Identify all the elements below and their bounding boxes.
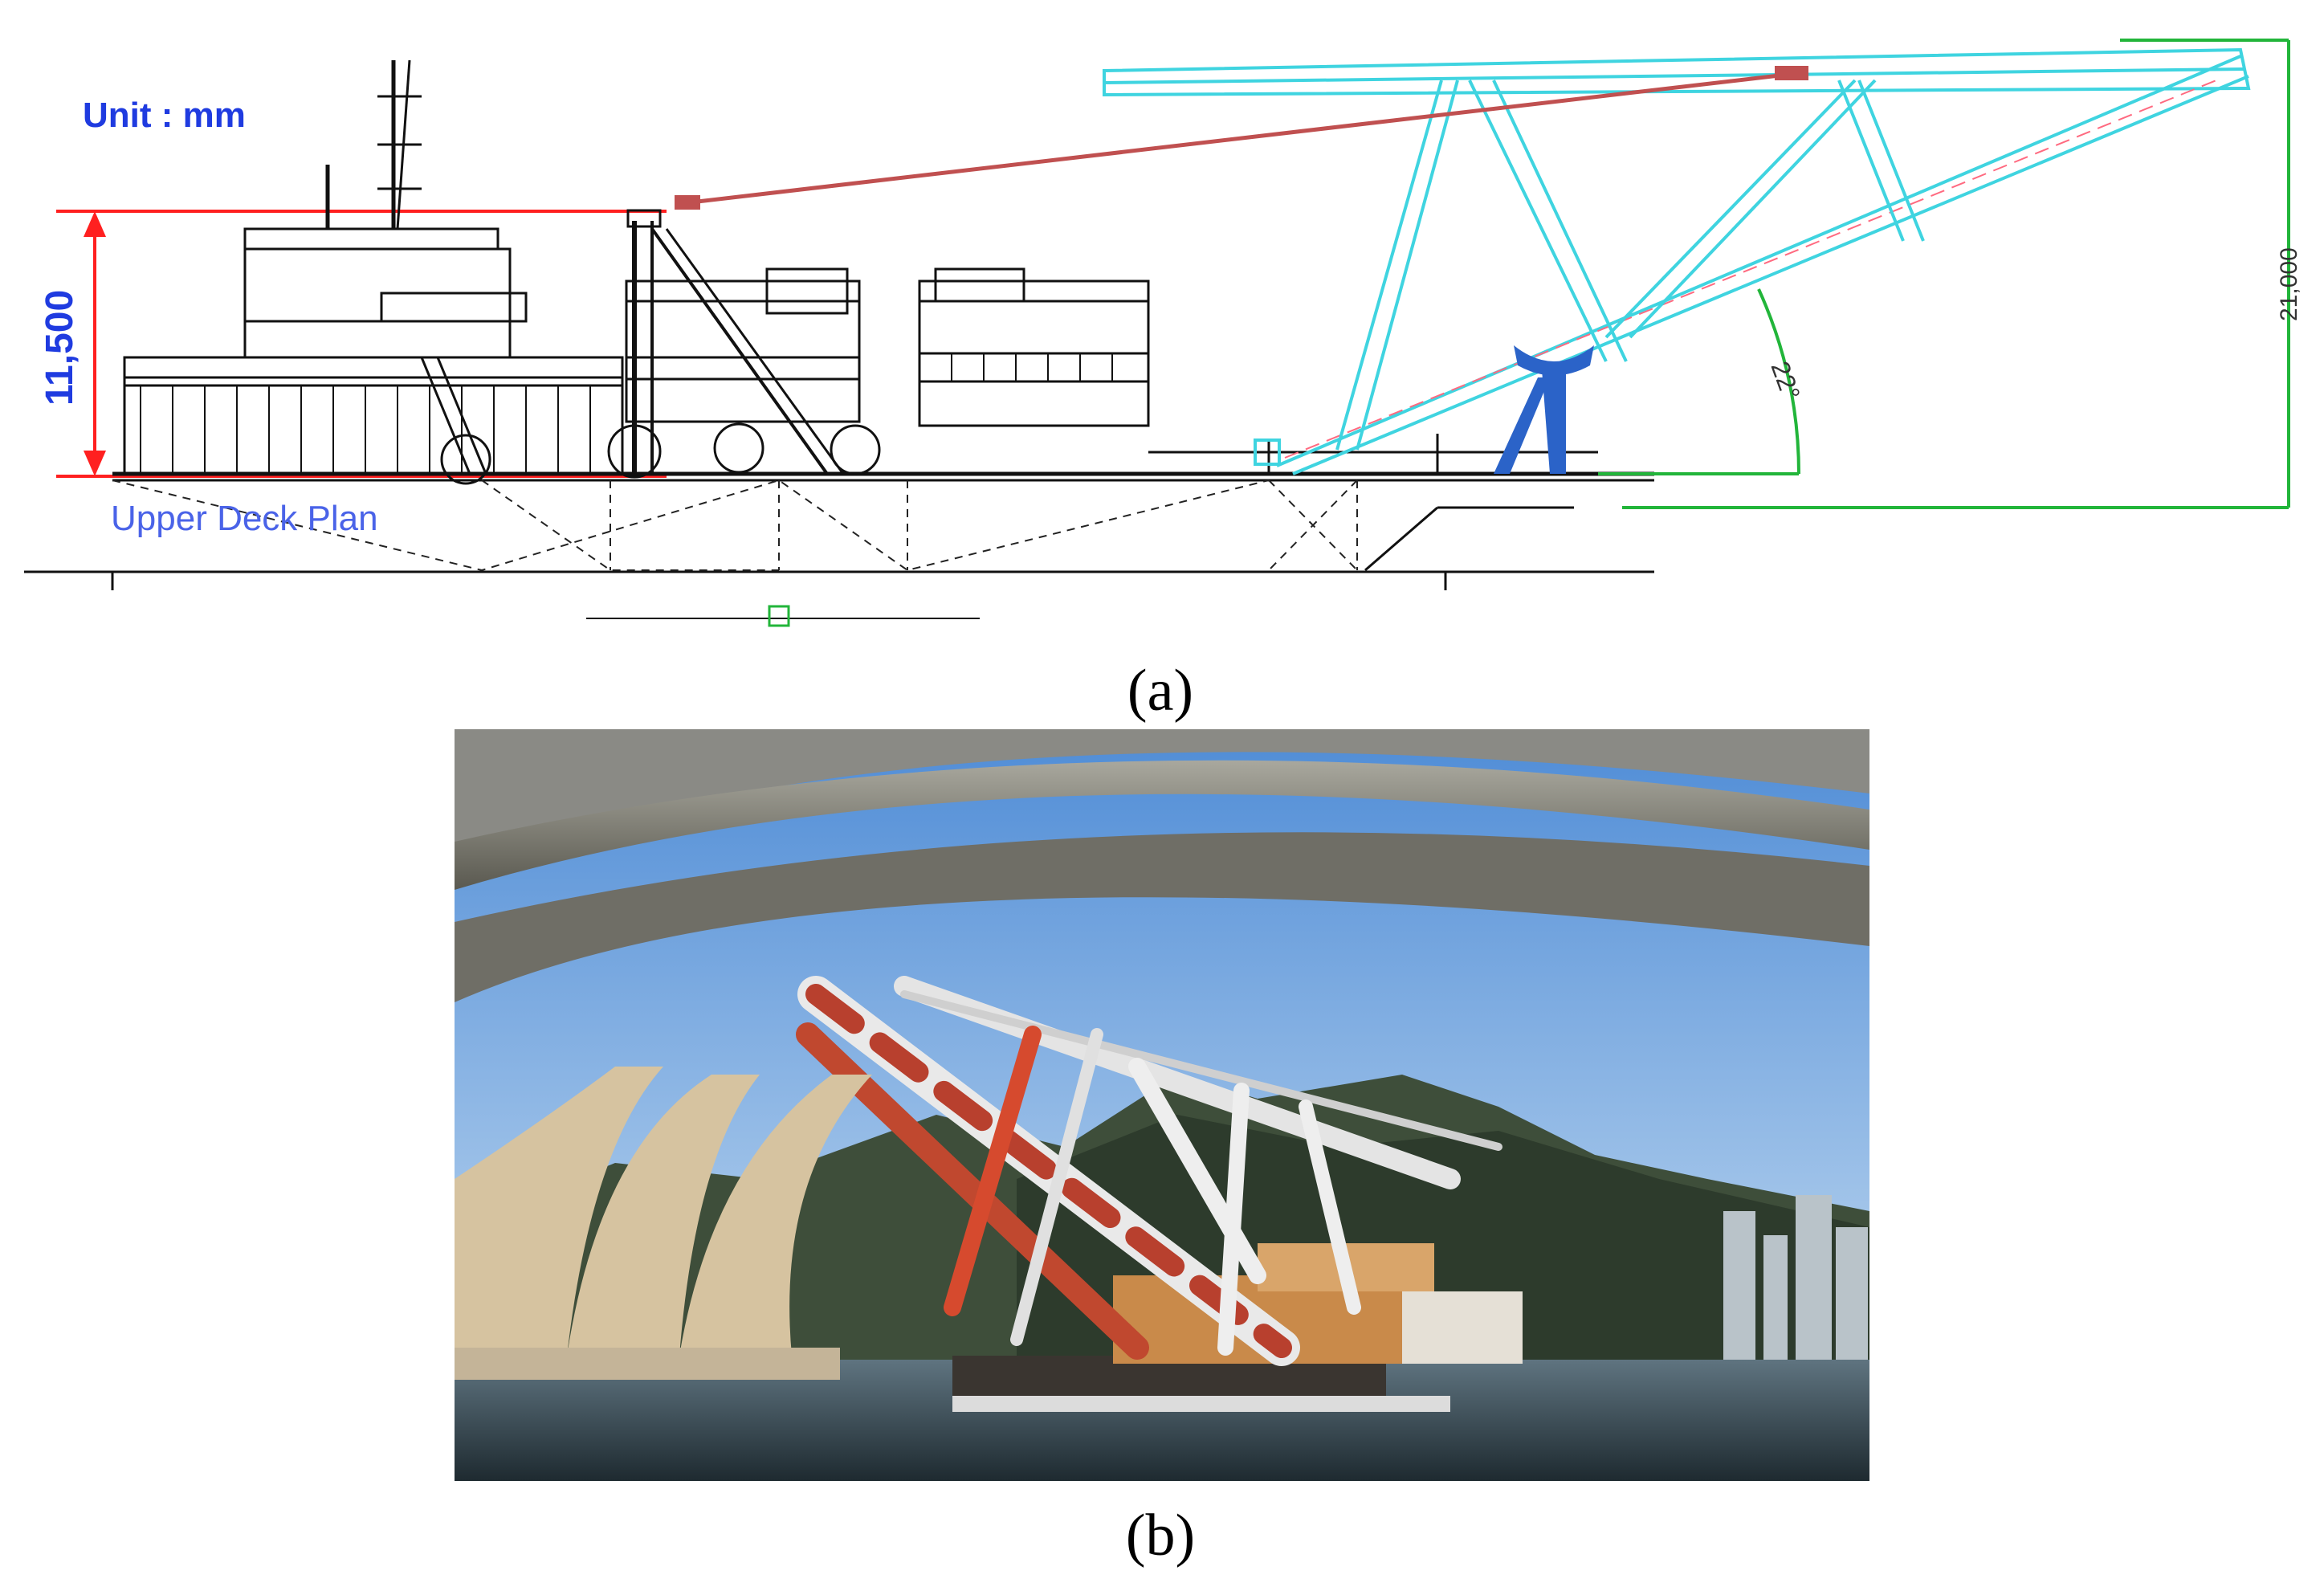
height-dimension-label: 11,500 (39, 290, 81, 406)
boom-lattice-photo (796, 976, 1502, 1366)
boom-height-label: 21,000 (2276, 247, 2302, 321)
caption-b: (b) (1125, 1503, 1196, 1568)
panel-b-photo (455, 729, 1869, 1481)
height-dimension (56, 210, 667, 478)
panel-a-drawing: Unit : mm 11,500 (0, 0, 2324, 642)
bridge-deck (455, 729, 1869, 874)
unit-label: Unit : mm (83, 96, 246, 135)
boom-tip-sheave (1775, 66, 1808, 80)
city-buildings (1723, 1195, 1868, 1364)
boom-rest-support (1494, 345, 1594, 474)
crane-barge (952, 1243, 1523, 1412)
ship-elevation (112, 59, 1654, 572)
luffing-cable (690, 70, 1808, 205)
deck-label: Upper Deck Plan (111, 499, 378, 538)
crane-boom (1103, 47, 2251, 475)
bridge-piers (455, 1067, 872, 1380)
hull-section-lines (112, 479, 1358, 572)
caption-a: (a) (1127, 658, 1194, 724)
boom-dimension-lines (1598, 39, 2290, 509)
cable-sheave (675, 195, 700, 210)
keel-line (24, 570, 1654, 627)
boom-angle-label: 22° (1765, 357, 1805, 404)
